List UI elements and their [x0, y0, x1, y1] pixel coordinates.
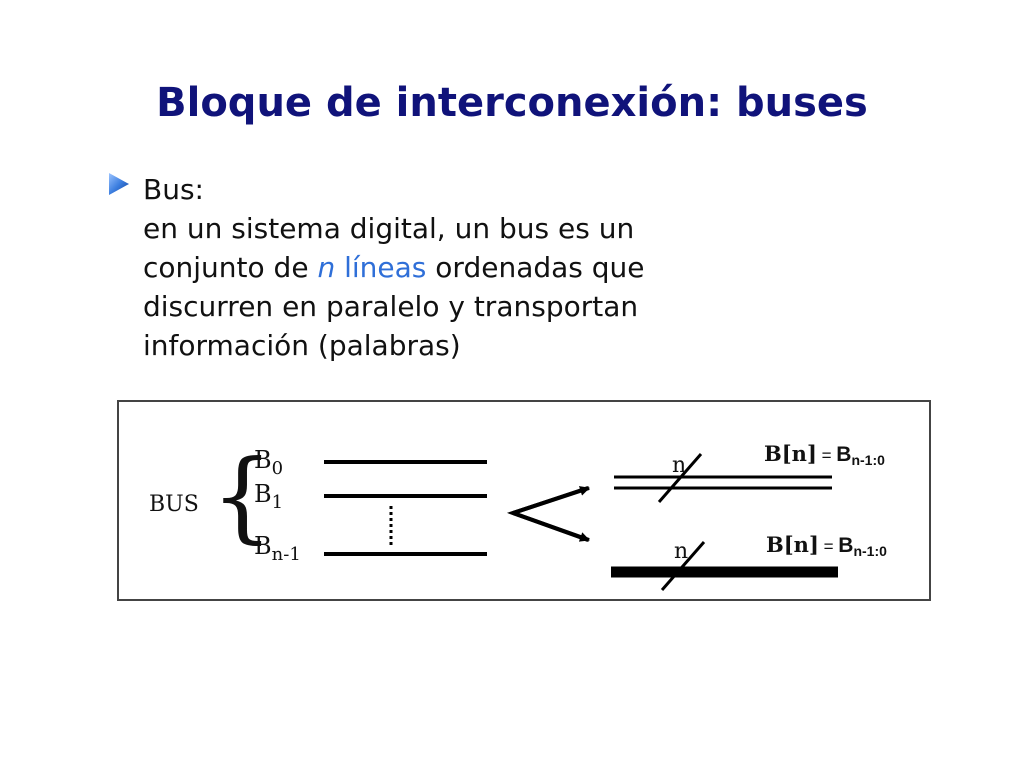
line2-pre: conjunto de: [143, 251, 318, 284]
brace-symbol: {: [211, 440, 273, 554]
slide-title: Bloque de interconexión: buses: [156, 80, 868, 126]
bullet-line-1: en un sistema digital, un bus es un: [143, 212, 635, 245]
label-b0-sub: 0: [272, 458, 283, 479]
notation-bottom-lhs: B[n]: [766, 532, 819, 557]
label-b0: B0: [254, 446, 283, 479]
lineas-word: líneas: [335, 251, 427, 284]
label-bn1-sub: n-1: [272, 544, 301, 565]
notation-top-eq: =: [817, 446, 836, 465]
bullet-heading: Bus:: [143, 173, 204, 206]
label-bn1: Bn-1: [254, 532, 301, 565]
notation-bottom-rhs: B: [838, 534, 853, 557]
bus-label: BUS: [149, 492, 199, 517]
n-variable: n: [317, 251, 336, 284]
width-slash-top: [657, 453, 703, 503]
bus-diagram-svg: BUS { B0 B1 Bn-1 n B[n] = Bn-1:0 n B[n] …: [149, 440, 887, 591]
arrow-down: [512, 511, 590, 542]
notation-bottom-sub: n-1:0: [853, 543, 887, 559]
width-label-bottom: n: [674, 539, 688, 564]
label-b1-sub: 1: [272, 492, 283, 513]
bullet-arrow-icon: [109, 173, 129, 195]
bus-diagram: BUS { B0 B1 Bn-1 n B[n] = Bn-1:0 n B[n] …: [117, 400, 931, 601]
line2-post: ordenadas que: [426, 251, 645, 284]
label-b0-base: B: [254, 446, 272, 474]
arrow-up: [512, 486, 590, 515]
bullet-line-3: discurren en paralelo y transportan: [143, 290, 639, 323]
notation-bottom: B[n] = Bn-1:0: [766, 532, 887, 559]
notation-bottom-eq: =: [819, 537, 838, 556]
label-bn1-base: B: [254, 532, 272, 560]
notation-top-lhs: B[n]: [764, 441, 817, 466]
label-b1: B1: [254, 480, 283, 513]
bullet-text: Bus: en un sistema digital, un bus es un…: [143, 170, 843, 365]
split-arrows: [506, 486, 589, 542]
notation-top: B[n] = Bn-1:0: [764, 441, 885, 468]
notation-top-rhs: B: [836, 443, 851, 466]
label-b1-base: B: [254, 480, 272, 508]
bullet-line-2: conjunto de n líneas ordenadas que: [143, 248, 843, 287]
bullet-line-4: información (palabras): [143, 329, 461, 362]
notation-top-sub: n-1:0: [851, 452, 885, 468]
width-label-top: n: [672, 453, 686, 478]
width-slash-bottom: [660, 541, 706, 591]
